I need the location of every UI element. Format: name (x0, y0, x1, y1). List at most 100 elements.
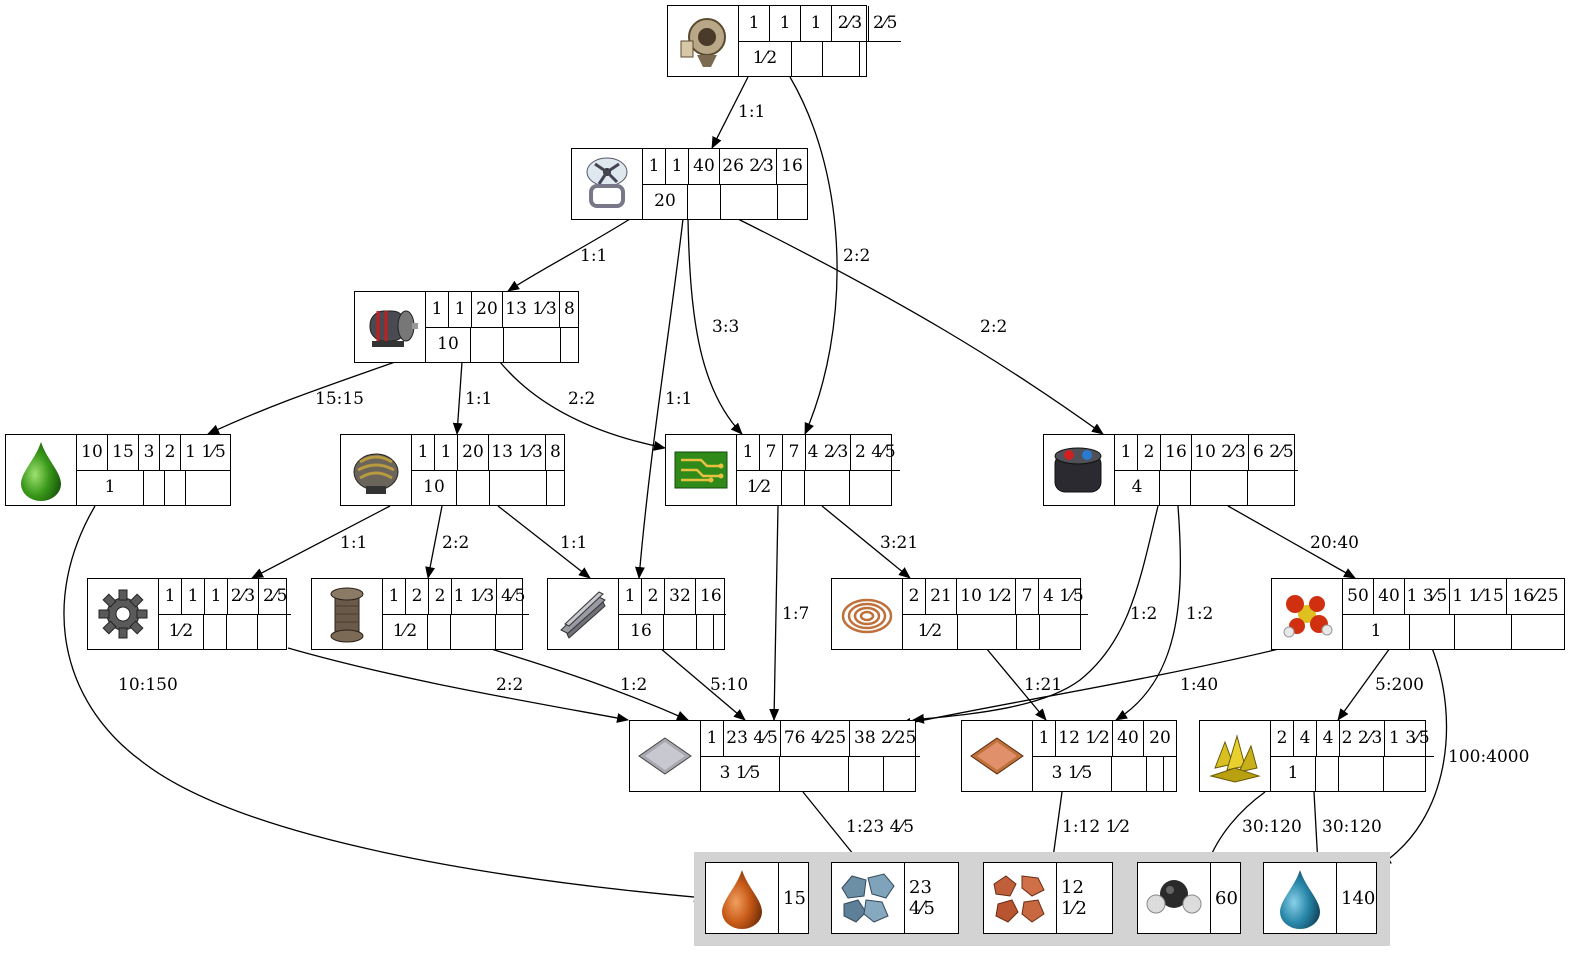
cell: 1 (648, 155, 660, 176)
cell: 1 (1038, 727, 1050, 748)
fan-icon (572, 149, 643, 219)
cell: 2⁄3 (227, 579, 258, 614)
cell (859, 41, 901, 76)
copper-plate-icon (962, 721, 1033, 791)
cell: 7 (782, 435, 805, 470)
edge-circuit-ironplate (769, 505, 780, 721)
output-iron-ore[interactable]: 23 4⁄5 (831, 862, 959, 934)
edge-acid-water (1379, 647, 1448, 866)
cell: 1 (448, 292, 471, 327)
edge-fan-motor (507, 218, 631, 292)
cell: 21 (925, 579, 956, 614)
iron-ore-icon (832, 863, 905, 933)
edge-label: 1:1 (665, 389, 692, 409)
edge-battery-ironplate (912, 505, 1159, 724)
edge-label: 20:40 (1310, 533, 1359, 553)
cell (1338, 756, 1383, 791)
cell: 1 (164, 585, 176, 606)
cell: 1 1⁄5 (180, 435, 230, 470)
output-coal[interactable]: 60 (1137, 862, 1241, 934)
cell (713, 614, 726, 649)
cell: 20 (457, 435, 488, 470)
gear-icon (88, 579, 159, 649)
cell (849, 470, 900, 505)
edge-label: 1:1 (580, 246, 607, 266)
cell (957, 614, 1016, 649)
cell: 8 (559, 292, 579, 327)
edge-engine-fan (711, 76, 749, 149)
cell (1163, 756, 1176, 791)
edge-beam-ironplate (659, 647, 746, 721)
pipe-icon (312, 579, 383, 649)
coil-motor-icon (341, 435, 412, 505)
edge-label: 15:15 (315, 389, 364, 409)
cell: 1⁄2 (752, 48, 778, 69)
cell: 16⁄25 (1506, 579, 1564, 614)
cell (450, 614, 495, 649)
output-crude-oil[interactable]: 15 (705, 862, 809, 934)
cell: 1 (769, 6, 800, 41)
cell: 40 (1112, 721, 1143, 756)
iron-ore-amount: 23 4⁄5 (909, 877, 935, 919)
cell: 4 (1316, 721, 1339, 756)
cell (1315, 756, 1338, 791)
cell (503, 327, 560, 362)
edge-circuit-wire (821, 505, 911, 579)
edge-battery-copperplate (1115, 505, 1182, 721)
edge-label: 1:12 1⁄2 (1062, 817, 1130, 837)
engine-icon (668, 6, 739, 76)
cell (804, 470, 849, 505)
cell: 16 (695, 579, 726, 614)
cell: 26 2⁄3 (719, 149, 776, 184)
edge-label: 3:21 (880, 533, 918, 553)
cell: 1 (417, 441, 429, 462)
cell: 2 (1276, 727, 1288, 748)
edge-lubricant-oil (63, 505, 706, 903)
cell: 1 (204, 579, 227, 614)
cell: 7 (1015, 579, 1038, 614)
cell (257, 614, 291, 649)
output-copper-ore[interactable]: 12 1⁄2 (983, 862, 1113, 934)
cell: 1 (431, 298, 443, 319)
cell (1146, 756, 1163, 791)
cell: 2 (428, 579, 451, 614)
cell: 1 (181, 579, 204, 614)
cell (1454, 614, 1511, 649)
cell (848, 756, 883, 791)
cell (822, 41, 859, 76)
cell: 1 1⁄3 (451, 579, 496, 614)
edge-label: 1:40 (1180, 675, 1218, 695)
cell: 1 (104, 477, 116, 498)
cell: 50 (1347, 585, 1369, 606)
cell: 1 (1120, 441, 1132, 462)
edge-gear-ironplate (287, 647, 629, 723)
cell: 2⁄3 (831, 6, 868, 41)
edge-label: 1:2 (1186, 604, 1213, 624)
cell: 20 (471, 292, 502, 327)
cell: 2 (405, 579, 428, 614)
edge-label: 2:2 (442, 533, 469, 553)
edge-label: 1:21 (1024, 675, 1062, 695)
output-water[interactable]: 140 (1263, 862, 1377, 934)
cell (1159, 470, 1190, 505)
cell: 2 (1137, 435, 1160, 470)
cell: 4 (1293, 721, 1316, 756)
cell: 16 (630, 621, 652, 642)
cell: 15 (107, 435, 138, 470)
edge-label: 1:23 4⁄5 (846, 817, 914, 837)
